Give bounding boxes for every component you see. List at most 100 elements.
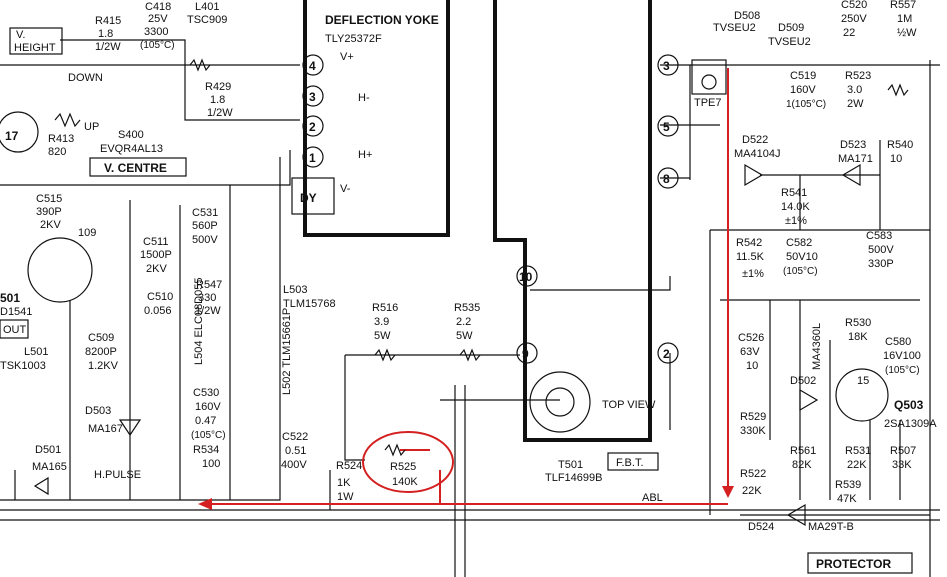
r415-val: 1.8 xyxy=(98,28,113,40)
r542-val: 11.5K xyxy=(736,251,765,263)
r516-name: R516 xyxy=(372,302,398,314)
r525-val: 140K xyxy=(392,476,418,488)
fbt-pin-10-label: 10 xyxy=(519,270,533,284)
r557-val: 1M xyxy=(897,13,912,25)
r415-name: R415 xyxy=(95,15,121,27)
r561-name: R561 xyxy=(790,445,816,457)
r535-watt: 5W xyxy=(456,330,473,342)
fbt-label: F.B.T. xyxy=(616,457,644,469)
r531-name: R531 xyxy=(845,445,871,457)
r525-name: R525 xyxy=(390,461,416,473)
yoke-v-plus: V+ xyxy=(340,51,354,63)
d524-part: MA29T-B xyxy=(808,521,854,533)
d503-part: MA167 xyxy=(88,423,123,435)
fbt-pin-10 xyxy=(516,265,538,287)
l501-part: TSK1003 xyxy=(0,360,46,372)
r557-watt: ½W xyxy=(897,27,917,39)
c530-val: 0.47 xyxy=(195,415,216,427)
c519-volt: 160V xyxy=(790,84,816,96)
c582-temp: (105°C) xyxy=(783,266,818,277)
c509-name: C509 xyxy=(88,332,114,344)
r523-name: R523 xyxy=(845,70,871,82)
r523-val: 3.0 xyxy=(847,84,862,96)
q501-name: 501 xyxy=(0,291,20,305)
c580-temp: (105°C) xyxy=(885,365,920,376)
fbt-pin-5-label: 5 xyxy=(663,120,670,134)
c520-name: C520 xyxy=(841,0,867,11)
c582-val: 50V10 xyxy=(786,251,818,263)
c531-val: 560P xyxy=(192,220,218,232)
fbt-pin-8-label: 8 xyxy=(663,172,670,186)
top-view-label: TOP VIEW xyxy=(602,399,656,411)
v-centre-label: V. CENTRE xyxy=(104,161,167,175)
c510-val: 0.056 xyxy=(144,305,172,317)
fbt-pin-2 xyxy=(657,342,679,364)
c580-name: C580 xyxy=(885,336,911,348)
h-pulse-label: H.PULSE xyxy=(94,469,141,481)
yoke-v-minus: V- xyxy=(340,183,351,195)
c418-volt: 25V xyxy=(148,13,168,25)
r529-val: 330K xyxy=(740,425,766,437)
circle-17-label: 17 xyxy=(5,129,19,143)
c583-volt: 500V xyxy=(868,244,894,256)
yoke-pin-4 xyxy=(302,54,324,76)
yoke-frame xyxy=(303,0,450,237)
r415-watt: 1/2W xyxy=(95,41,121,53)
c519-name: C519 xyxy=(790,70,816,82)
diode-d503 xyxy=(118,419,142,437)
c530-temp: (105°C) xyxy=(191,430,226,441)
r429-name: R429 xyxy=(205,81,231,93)
protector-box xyxy=(807,552,913,574)
transistor-q501 xyxy=(27,237,93,303)
r547-watt: 1/2W xyxy=(195,305,221,317)
r516-val: 3.9 xyxy=(374,316,389,328)
r540-val: 10 xyxy=(890,153,902,165)
fbt-frame xyxy=(493,0,652,442)
l503-name: L503 xyxy=(283,284,307,296)
r524-val: 1K xyxy=(337,477,351,489)
abl-arrow-down xyxy=(722,486,734,498)
d508-name: D508 xyxy=(734,10,760,22)
switch-up: UP xyxy=(84,121,99,133)
c509-volt: 1.2KV xyxy=(88,360,119,372)
d523-name: D523 xyxy=(840,139,866,151)
c511-volt: 2KV xyxy=(146,263,167,275)
q501-part: D1541 xyxy=(0,306,32,318)
r516-watt: 5W xyxy=(374,330,391,342)
circle-17 xyxy=(0,111,39,153)
r522-name: R522 xyxy=(740,468,766,480)
r540-name: R540 xyxy=(887,139,913,151)
yoke-pin-2 xyxy=(302,115,324,137)
q503-name: Q503 xyxy=(894,398,924,412)
diode-d522 xyxy=(744,163,764,187)
c515-val: 390P xyxy=(36,206,62,218)
out-label: OUT xyxy=(3,324,27,336)
c526-val: 10 xyxy=(746,360,758,372)
d503-name: D503 xyxy=(85,405,111,417)
c520-volt: 250V xyxy=(841,13,867,25)
diode-d502 xyxy=(799,388,819,412)
r541-name: R541 xyxy=(781,187,807,199)
dy-box xyxy=(291,177,335,215)
labels: V. HEIGHT R415 1.8 1/2W C418 25V 3300 (1… xyxy=(0,0,937,571)
fbt-pin-9 xyxy=(516,342,538,364)
c531-volt: 500V xyxy=(192,234,218,246)
symbols xyxy=(0,27,913,574)
r429-watt: 1/2W xyxy=(207,107,233,119)
d523-part: MA171 xyxy=(838,153,873,165)
c522-name: C522 xyxy=(282,431,308,443)
abl-arrow-left xyxy=(198,498,212,510)
q503-part: 2SA1309A xyxy=(884,418,937,430)
r531-val: 22K xyxy=(847,459,867,471)
q503-15: 15 xyxy=(857,375,869,387)
v-centre-box xyxy=(89,157,187,177)
r539-val: 47K xyxy=(837,493,857,505)
c530-volt: 160V xyxy=(195,401,221,413)
r530-name: R530 xyxy=(845,317,871,329)
d509-part: TVSEU2 xyxy=(768,36,811,48)
c511-name: C511 xyxy=(143,236,168,248)
d524-name: D524 xyxy=(748,521,774,533)
yoke-part: TLY25372F xyxy=(325,33,382,45)
r522-val: 22K xyxy=(742,485,762,497)
yoke-h-minus: H- xyxy=(358,92,370,104)
